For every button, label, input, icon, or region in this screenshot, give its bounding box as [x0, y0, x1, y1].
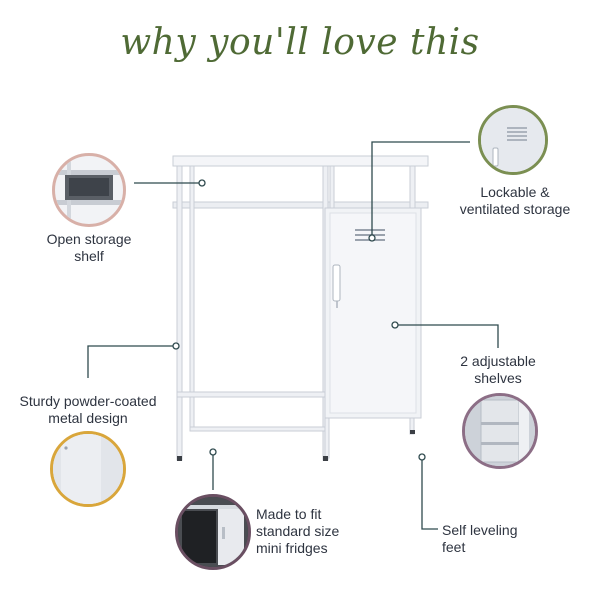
open-shelf-thumbnail	[52, 153, 126, 227]
leader-dots	[172, 179, 426, 461]
feet-label: Self leveling feet	[442, 522, 518, 555]
leader-lines	[87, 141, 499, 530]
page-title: why you'll love this	[120, 22, 480, 63]
metal-thumbnail	[50, 431, 126, 507]
leveling-feet	[177, 430, 415, 461]
vent-thumbnail	[478, 105, 548, 175]
shelves-thumbnail	[462, 393, 538, 469]
open-storage-label: Open storage shelf	[46, 231, 132, 264]
fridge-label: Made to fit standard size mini fridges	[256, 506, 340, 556]
sturdy-label: Sturdy powder-coated metal design	[19, 393, 157, 426]
shelves-label: 2 adjustable shelves	[460, 353, 536, 386]
locker-door	[324, 207, 422, 459]
door-handle-icon	[332, 264, 341, 302]
lockable-label: Lockable & ventilated storage	[459, 184, 571, 217]
fridge-thumbnail	[175, 494, 251, 570]
